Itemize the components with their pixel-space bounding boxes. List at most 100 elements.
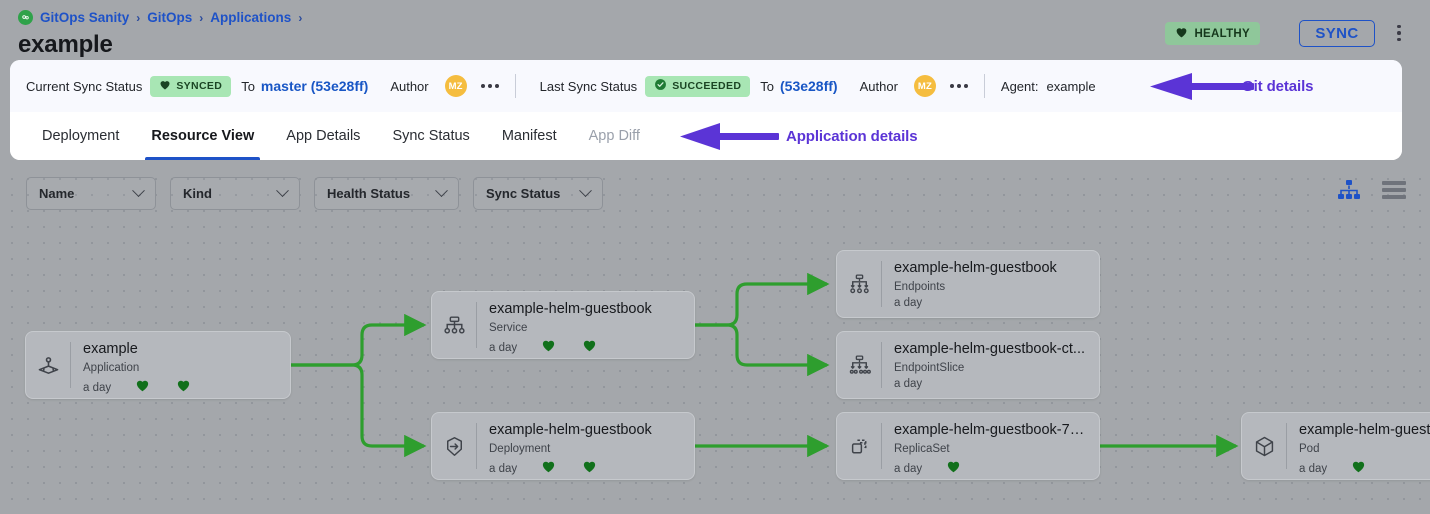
filter-name[interactable]: Name [26, 177, 156, 210]
breadcrumb-item-gitops-sanity[interactable]: GitOps Sanity [40, 10, 130, 25]
divider [70, 342, 71, 388]
graph-node-endpoints[interactable]: example-helm-guestbook Endpoints a day [836, 250, 1100, 318]
list-view-icon[interactable] [1382, 180, 1406, 200]
tab-app-details[interactable]: App Details [286, 128, 361, 144]
divider [881, 261, 882, 307]
node-title: example [83, 341, 138, 357]
breadcrumb-separator: › [199, 10, 204, 25]
tab-app-diff[interactable]: App Diff [588, 128, 640, 144]
divider [881, 342, 882, 388]
agent-label: Agent: [1000, 78, 1039, 94]
sync-heart-icon [582, 338, 597, 357]
node-kind: Deployment [489, 443, 551, 455]
health-heart-icon [135, 378, 150, 397]
current-sync-status-label: Current Sync Status [26, 78, 143, 94]
heart-icon [1175, 26, 1188, 41]
breadcrumb-item-gitops[interactable]: GitOps [147, 10, 193, 25]
breadcrumb-item-applications[interactable]: Applications [210, 10, 292, 25]
graph-node-deployment[interactable]: example-helm-guestbook Deployment a day [431, 412, 695, 480]
health-heart-icon [541, 459, 556, 478]
current-sync-status-badge: SYNCED [150, 75, 232, 97]
pod-icon [1242, 413, 1286, 479]
current-author-label: Author [390, 78, 429, 94]
last-sync-to-label: To [760, 78, 774, 94]
page-title: example [18, 31, 113, 58]
last-sync-overflow-icon[interactable] [949, 84, 968, 88]
check-circle-icon [654, 78, 667, 94]
current-sync-overflow-icon[interactable] [480, 84, 499, 88]
divider [476, 302, 477, 348]
last-sync-status-badge-label: SUCCEEDED [672, 80, 742, 92]
page-header: GitOps Sanity › GitOps › Applications › … [0, 0, 1430, 66]
gitops-logo-icon [18, 10, 33, 25]
graph-node-endpointslice[interactable]: example-helm-guestbook-ct... EndpointSli… [836, 331, 1100, 399]
last-author-avatar[interactable]: MZ [913, 75, 936, 97]
filter-health-status-label: Health Status [327, 186, 411, 201]
annotation-application-details: Application details [786, 128, 918, 145]
graph-node-pod[interactable]: example-helm-guest Pod a day [1241, 412, 1430, 480]
breadcrumb-separator: › [298, 10, 303, 25]
chevron-down-icon [435, 184, 448, 198]
node-title: example-helm-guestbook-ct... [894, 341, 1085, 357]
tree-view-icon[interactable] [1338, 180, 1360, 200]
view-toggle-group [1338, 180, 1406, 200]
filter-sync-status-label: Sync Status [486, 186, 561, 201]
tab-resource-view[interactable]: Resource View [135, 112, 270, 160]
graph-node-application[interactable]: example Application a day [25, 331, 291, 399]
graph-node-replicaset[interactable]: example-helm-guestbook-74... ReplicaSet … [836, 412, 1100, 480]
node-title: example-helm-guestbook-74... [894, 422, 1089, 438]
application-icon [26, 332, 70, 398]
node-age: a day [894, 297, 923, 309]
sync-button[interactable]: SYNC [1299, 20, 1375, 47]
last-sync-status-badge: SUCCEEDED [645, 75, 751, 97]
health-heart-icon [946, 459, 961, 478]
sync-heart-icon [582, 459, 597, 478]
divider [514, 74, 516, 98]
divider [881, 423, 882, 469]
node-age: a day [894, 378, 923, 390]
health-heart-icon [541, 338, 556, 357]
node-kind: Service [489, 322, 528, 334]
divider [476, 423, 477, 469]
filter-kind[interactable]: Kind [170, 177, 300, 210]
current-sync-status-badge-label: SYNCED [176, 80, 223, 92]
node-kind: EndpointSlice [894, 362, 965, 374]
divider [1286, 423, 1287, 469]
node-age: a day [894, 462, 923, 475]
heart-icon [159, 79, 171, 93]
resource-graph-canvas[interactable]: Name Kind Health Status Sync Status [0, 165, 1430, 514]
node-age: a day [1299, 462, 1328, 475]
current-author-avatar[interactable]: MZ [444, 75, 467, 97]
git-details-annotation-arrow [1150, 73, 1254, 100]
status-badge-health: HEALTHY [1165, 22, 1260, 45]
tab-sync-status[interactable]: Sync Status [392, 128, 470, 144]
tab-deployment[interactable]: Deployment [42, 128, 120, 144]
filter-name-label: Name [39, 186, 75, 201]
node-title: example-helm-guestbook [489, 301, 652, 317]
sync-heart-icon [176, 378, 191, 397]
node-title: example-helm-guestbook [894, 260, 1057, 276]
last-sync-revision[interactable]: (53e28ff) [780, 78, 838, 94]
graph-node-service[interactable]: example-helm-guestbook Service a day [431, 291, 695, 359]
health-badge-label: HEALTHY [1194, 27, 1250, 40]
node-kind: Pod [1299, 443, 1320, 455]
chevron-down-icon [132, 184, 145, 198]
node-age: a day [489, 462, 518, 475]
annotation-git-details: Git details [1242, 78, 1314, 95]
tab-manifest[interactable]: Manifest [501, 128, 557, 144]
filter-bar: Name Kind Health Status Sync Status [26, 177, 603, 210]
header-overflow-menu-icon[interactable] [1390, 22, 1408, 44]
filter-sync-status[interactable]: Sync Status [473, 177, 603, 210]
current-sync-revision[interactable]: master (53e28ff) [260, 78, 369, 94]
last-sync-status-label: Last Sync Status [539, 78, 638, 94]
current-sync-to-label: To [241, 78, 255, 94]
service-icon [432, 292, 476, 358]
node-age: a day [83, 381, 112, 394]
last-author-label: Author [859, 78, 898, 94]
agent-value: example [1046, 78, 1096, 94]
node-title: example-helm-guestbook [489, 422, 652, 438]
filter-kind-label: Kind [183, 186, 212, 201]
filter-health-status[interactable]: Health Status [314, 177, 459, 210]
health-heart-icon [1351, 459, 1366, 478]
application-details-annotation-arrow [680, 123, 779, 150]
